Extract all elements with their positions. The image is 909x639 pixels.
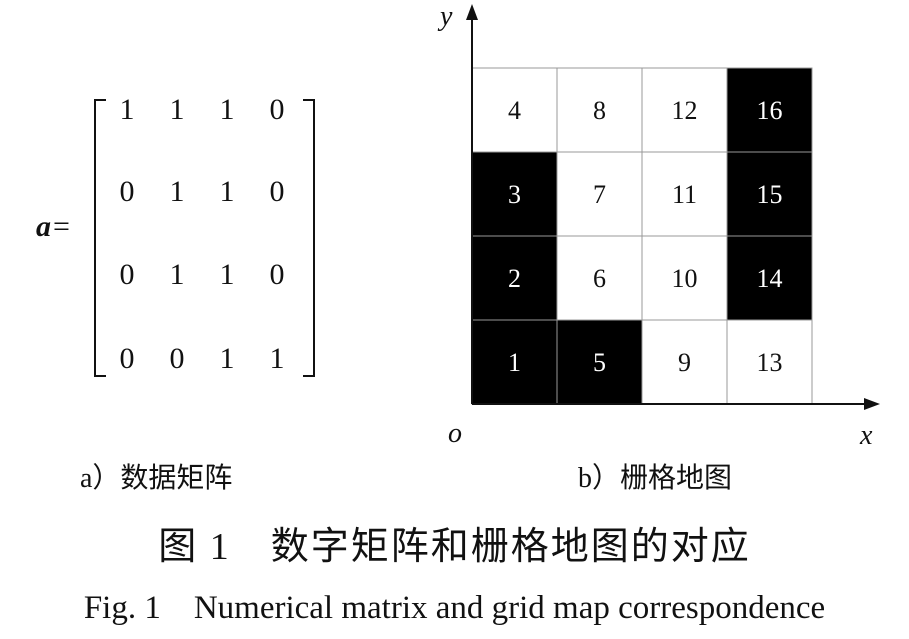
grid-cell-free: [471, 67, 558, 153]
matrix-cell: 1: [119, 93, 135, 126]
matrix-cell: 0: [119, 258, 135, 291]
grid-cell-obstacle: [726, 151, 813, 237]
grid-cell-number: 2: [508, 264, 521, 293]
grid-cell-number: 5: [593, 348, 606, 377]
matrix-cell: 1: [169, 93, 185, 126]
matrix-cell: 1: [219, 175, 235, 208]
grid-cell-obstacle: [556, 319, 643, 405]
matrix-caption: a）数据矩阵: [80, 463, 233, 494]
matrix-cell: 1: [169, 175, 185, 208]
matrix-cell: 1: [219, 342, 235, 375]
x-axis-label: x: [860, 420, 873, 451]
grid-cell-number: 1: [508, 348, 521, 377]
equals-sign: =: [53, 210, 70, 243]
matrix-cell: 0: [269, 175, 285, 208]
y-axis-label: y: [440, 1, 453, 32]
matrix-left-bracket: [94, 99, 106, 377]
origin-label: o: [448, 418, 462, 449]
grid-cell-number: 10: [672, 264, 698, 293]
matrix-cell: 1: [169, 258, 185, 291]
matrix-variable-name: a: [36, 210, 51, 243]
grid-cell-free: [641, 235, 728, 321]
matrix-cell: 0: [119, 342, 135, 375]
matrix-cell: 1: [219, 258, 235, 291]
matrix-cell: 1: [219, 93, 235, 126]
matrix-variable-label: a=: [36, 210, 70, 244]
grid-cell-obstacle: [471, 151, 558, 237]
matrix-cell: 0: [169, 342, 185, 375]
x-axis-arrow: [864, 398, 880, 410]
grid-cell-number: 16: [757, 96, 783, 125]
matrix-cell: 0: [119, 175, 135, 208]
grid-cell-number: 15: [757, 180, 783, 209]
grid-cell-number: 3: [508, 180, 521, 209]
figure-caption-english: Fig. 1 Numerical matrix and grid map cor…: [83, 590, 826, 626]
grid-cell-free: [556, 67, 643, 153]
grid-cell-free: [641, 151, 728, 237]
matrix-cell: 0: [269, 93, 285, 126]
grid-cell-number: 4: [508, 96, 521, 125]
grid-cell-obstacle: [471, 235, 558, 321]
grid-cell-number: 9: [678, 348, 691, 377]
y-axis-arrow: [466, 4, 478, 20]
grid-cell-free: [641, 67, 728, 153]
matrix-cell: 0: [269, 258, 285, 291]
grid-cell-obstacle: [471, 319, 558, 405]
grid-cell-free: [726, 319, 813, 405]
grid-map-caption: b）栅格地图: [578, 463, 733, 494]
figure-caption-chinese: 图 1 数字矩阵和栅格地图的对应: [158, 526, 751, 568]
grid-cell-number: 8: [593, 96, 606, 125]
grid-cell-free: [641, 319, 728, 405]
grid-cell-obstacle: [726, 67, 813, 153]
grid-cell-number: 6: [593, 264, 606, 293]
grid-cell-number: 7: [593, 180, 606, 209]
grid-cell-number: 11: [672, 180, 697, 209]
matrix-cell: 1: [269, 342, 285, 375]
grid-cell-number: 12: [672, 96, 698, 125]
grid-cell-number: 13: [757, 348, 783, 377]
matrix-right-bracket: [303, 99, 315, 377]
grid-cell-number: 14: [757, 264, 783, 293]
grid-cell-obstacle: [726, 235, 813, 321]
